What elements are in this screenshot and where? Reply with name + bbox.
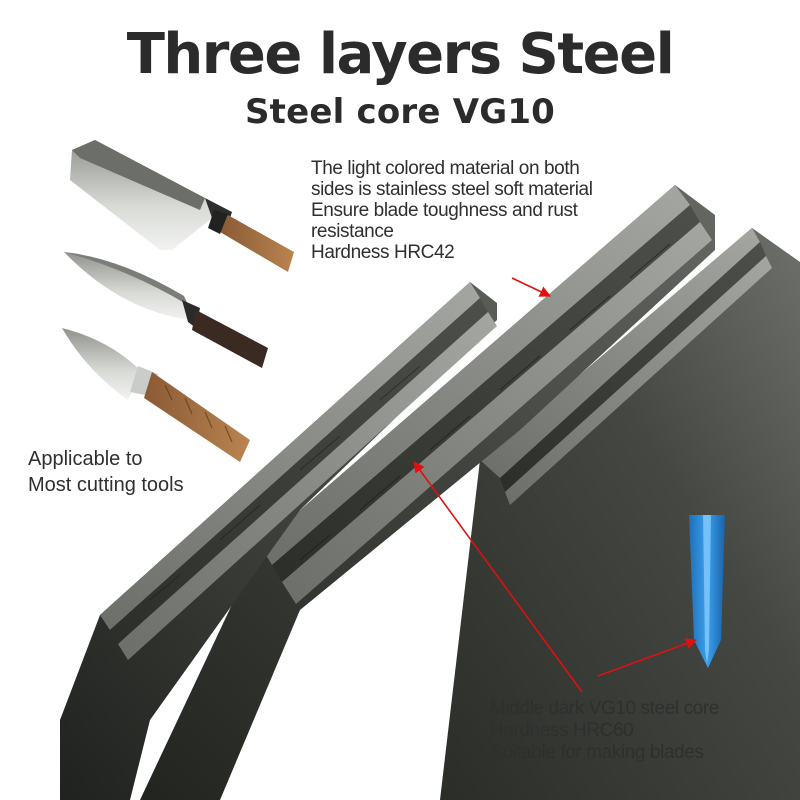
note-line: Hardness HRC42 bbox=[311, 242, 455, 263]
core-layer-note: Middle dark VG10 steel core Hardness HRC… bbox=[490, 698, 719, 764]
chef-knife-image bbox=[64, 252, 268, 368]
note-line: Applicable to bbox=[28, 448, 143, 470]
blade-edge-icon bbox=[689, 515, 725, 668]
note-line: Hardness HRC60 bbox=[490, 720, 634, 741]
page-title: Three layers Steel bbox=[126, 22, 675, 87]
outer-layer-note: The light colored material on both sides… bbox=[311, 158, 593, 263]
arrow-to-outer-layer bbox=[511, 277, 552, 297]
note-line: sides is stainless steel soft material bbox=[311, 179, 593, 200]
note-line: The light colored material on both bbox=[311, 158, 580, 179]
tools-note: Applicable to Most cutting tools bbox=[28, 446, 184, 498]
arrow-to-core-layer bbox=[413, 461, 583, 693]
cleaver-knife-image bbox=[70, 140, 294, 272]
steel-slab-left bbox=[60, 282, 497, 800]
note-line: Ensure blade toughness and rust bbox=[311, 200, 578, 221]
steel-slab-middle bbox=[140, 185, 715, 800]
hunting-knife-image bbox=[62, 328, 250, 462]
page-subtitle: Steel core VG10 bbox=[244, 92, 556, 132]
note-line: Most cutting tools bbox=[28, 474, 184, 496]
note-line: resistance bbox=[311, 221, 394, 242]
arrow-to-blade-icon bbox=[597, 638, 698, 677]
note-line: Suitable for making blades bbox=[490, 742, 704, 763]
note-line: Middle dark VG10 steel core bbox=[490, 698, 719, 719]
